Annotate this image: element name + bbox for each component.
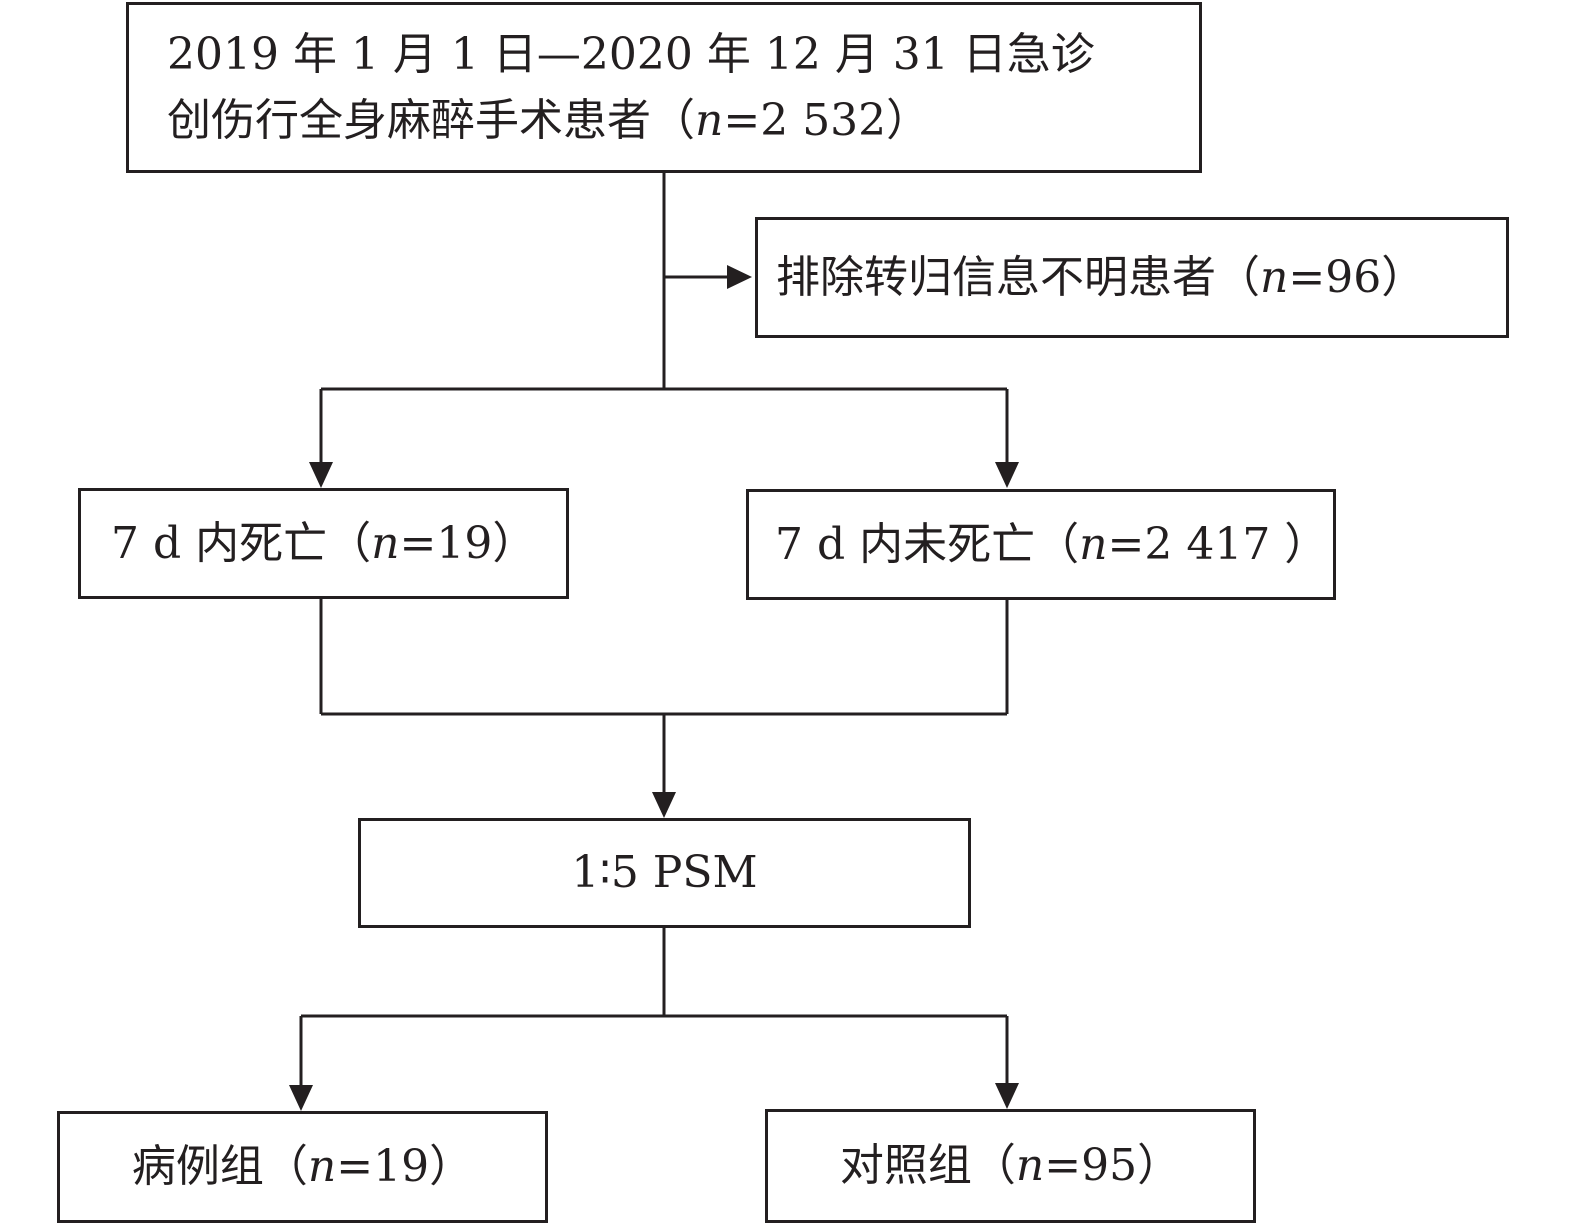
start-population-text: 2019 年 1 月 1 日—2020 年 12 月 31 日急诊 创伤行全身麻… [167,22,1095,154]
case-prefix: 病例组（ [131,1141,308,1192]
survived-n-var: n [1079,518,1108,570]
psm-arrowhead [652,792,676,818]
case-arrowhead [289,1085,313,1111]
died-n-var: n [371,517,400,569]
exclusion-box: 排除转归信息不明患者（n=96） [755,217,1509,338]
died-within-7d-box: 7 d 内死亡（n=19） [78,488,569,599]
died-prefix: 7 d 内死亡（ [111,517,372,569]
control-count: =95） [1044,1140,1182,1191]
control-n-var: n [1015,1140,1045,1191]
case-count: =19） [336,1141,474,1192]
start-population-n-var: n [695,94,724,146]
exclusion-text: 排除转归信息不明患者（n=96） [776,245,1425,311]
case-group-text: 病例组（n=19） [132,1134,473,1200]
exclude-arrowhead [727,265,752,289]
psm-label: 1∶5 PSM [571,847,758,898]
psm-box: 1∶5 PSM [358,818,971,928]
start-population-line2: 创伤行全身麻醉手术患者（n=2 532） [167,88,1095,154]
died-count: =19） [399,517,537,569]
control-group-text: 对照组（n=95） [840,1133,1181,1199]
start-population-box: 2019 年 1 月 1 日—2020 年 12 月 31 日急诊 创伤行全身麻… [126,2,1202,173]
exclusion-n-var: n [1260,251,1289,303]
survived-prefix: 7 d 内未死亡（ [775,518,1080,570]
control-group-box: 对照组（n=95） [765,1109,1256,1223]
control-prefix: 对照组（ [839,1140,1016,1191]
case-group-box: 病例组（n=19） [57,1111,548,1223]
exclusion-count: =96） [1288,251,1426,303]
survived-7d-box: 7 d 内未死亡（n=2 417 ） [746,489,1336,600]
case-n-var: n [307,1141,337,1192]
control-arrowhead [995,1083,1019,1109]
start-population-count: =2 532） [723,94,931,146]
died-within-7d-text: 7 d 内死亡（n=19） [111,511,536,577]
start-population-line1: 2019 年 1 月 1 日—2020 年 12 月 31 日急诊 [167,28,1095,80]
died-arrowhead [309,462,333,488]
survived-arrowhead [995,462,1019,488]
exclusion-prefix: 排除转归信息不明患者（ [776,251,1260,303]
start-population-prefix: 创伤行全身麻醉手术患者（ [167,94,695,146]
survived-count: =2 417 ） [1107,518,1329,570]
survived-7d-text: 7 d 内未死亡（n=2 417 ） [775,512,1328,578]
